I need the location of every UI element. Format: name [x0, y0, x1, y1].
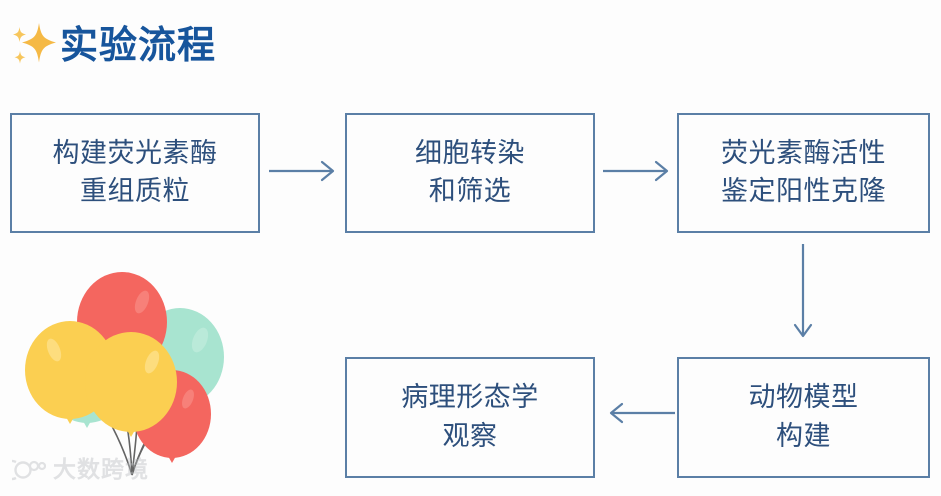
flow-box-luciferase-activity[interactable]: 荧光素酶活性 鉴定阳性克隆	[677, 113, 930, 233]
flow-box-pathology-observation[interactable]: 病理形态学 观察	[345, 357, 595, 478]
flow-box-label: 病理形态学 观察	[401, 382, 539, 452]
flow-box-label: 细胞转染 和筛选	[415, 137, 525, 207]
flow-box-animal-model[interactable]: 动物模型 构建	[677, 357, 930, 478]
watermark-logo-icon	[12, 458, 46, 482]
flow-box-construct-plasmid[interactable]: 构建荧光素酶 重组质粒	[10, 113, 260, 233]
page-title: 实验流程	[60, 23, 217, 67]
arrow-down-icon-box3-to-box4	[790, 243, 816, 343]
arrow-right-icon-box1-to-box2	[268, 158, 340, 184]
balloon-bunch-illustration	[14, 262, 239, 496]
flow-box-label: 构建荧光素酶 重组质粒	[52, 137, 218, 207]
watermark-text: 大数跨境	[53, 456, 149, 483]
arrow-right-icon-box2-to-box3	[602, 158, 674, 184]
arrow-left-icon-box4-to-box5	[604, 400, 676, 426]
flow-box-cell-transfection[interactable]: 细胞转染 和筛选	[345, 113, 595, 233]
flow-box-label: 动物模型 构建	[748, 382, 859, 452]
watermark: 大数跨境	[12, 458, 149, 482]
page-title-row: 实验流程	[8, 14, 216, 76]
sparkle-icon	[8, 17, 60, 73]
flow-box-label: 荧光素酶活性 鉴定阳性克隆	[721, 137, 886, 207]
